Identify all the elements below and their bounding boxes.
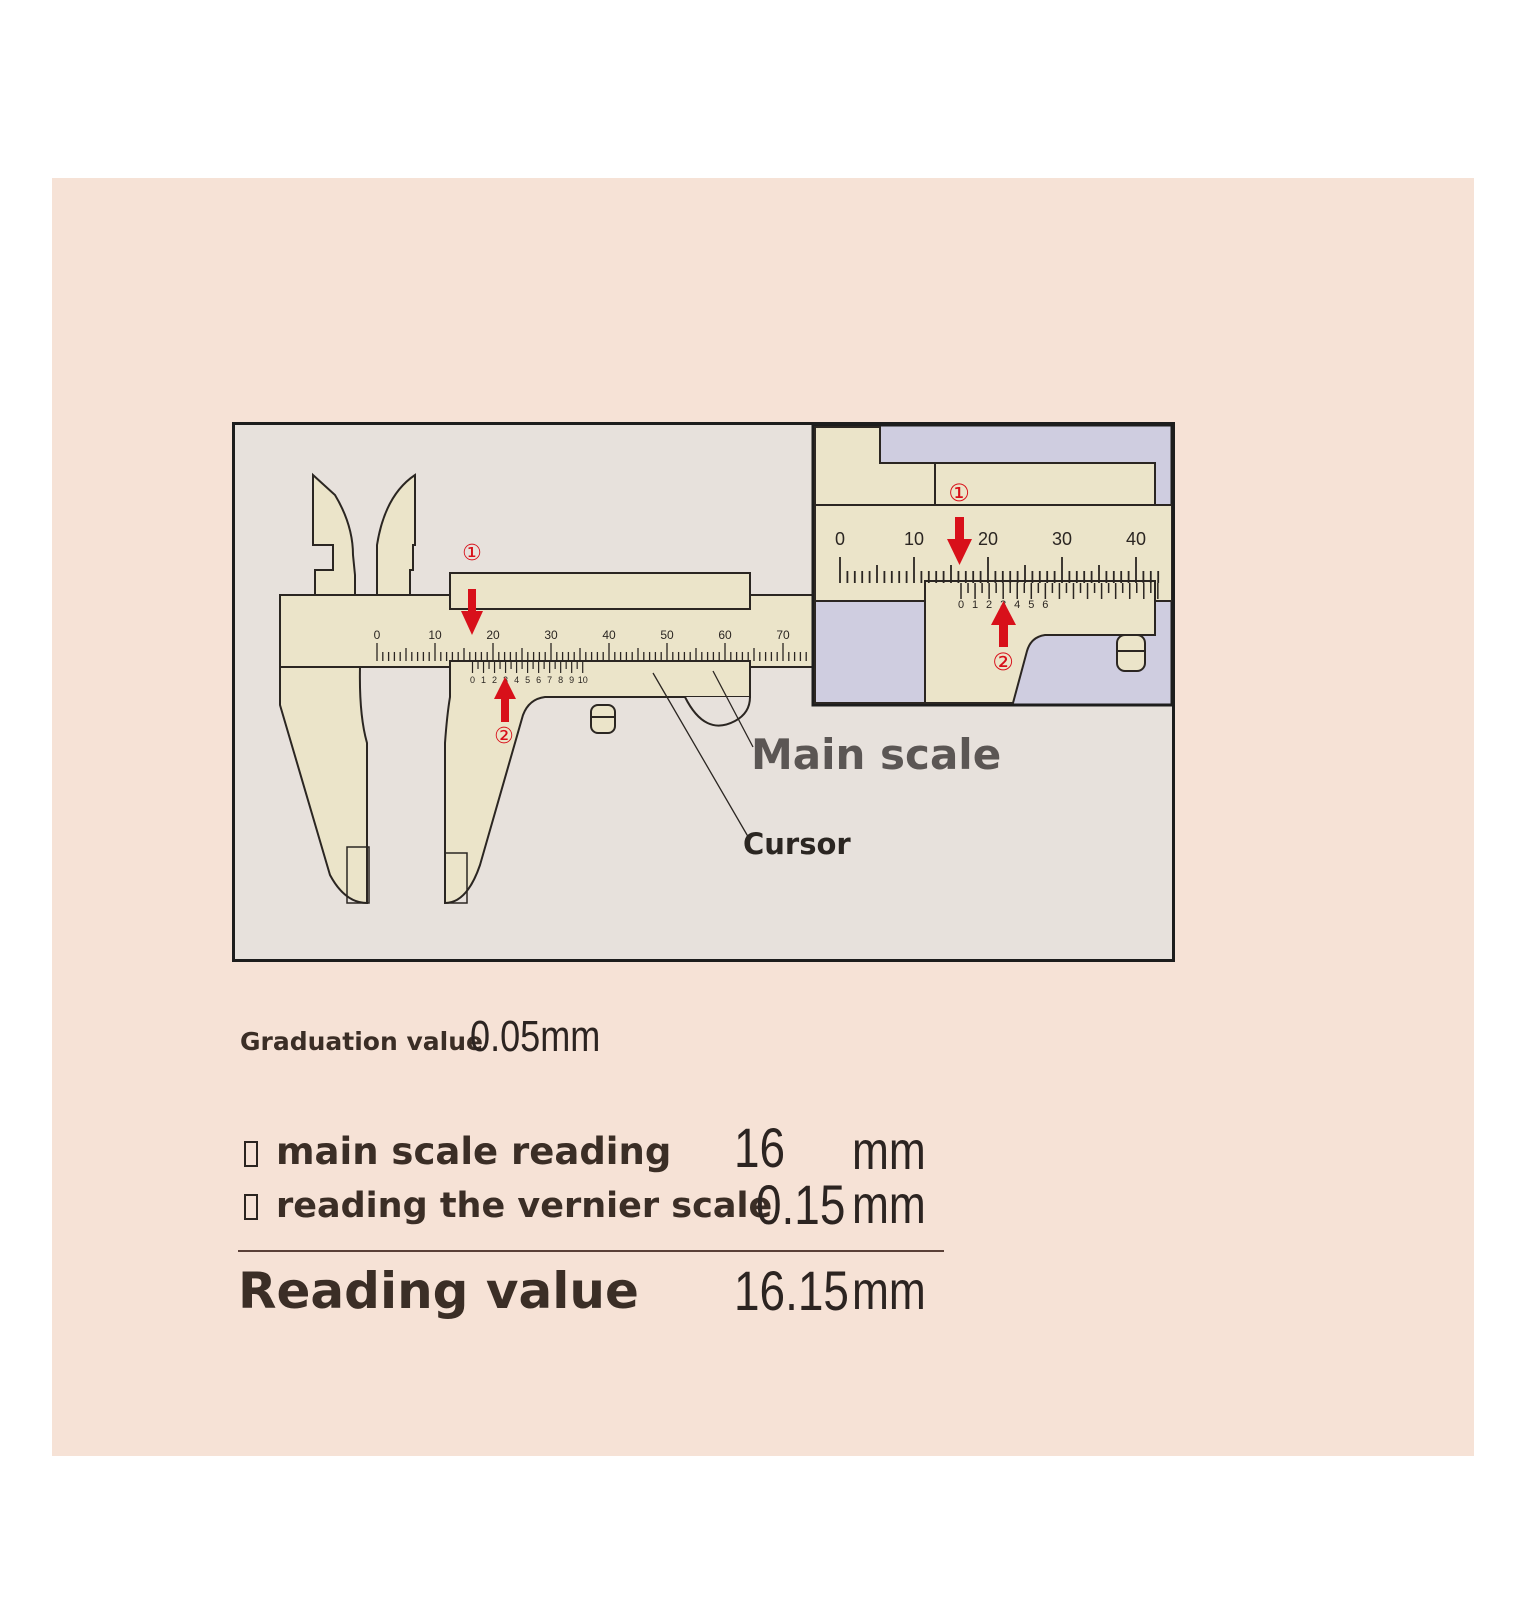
vernier-reading-value: 0.15	[756, 1173, 846, 1236]
cursor-leader	[652, 672, 751, 841]
main-scale-reading-unit: mm	[852, 1121, 926, 1181]
arrow-1	[461, 589, 483, 635]
vernier-label: 5	[525, 675, 530, 685]
inset-marker-1: ①	[948, 479, 970, 507]
inset-vernier-label: 4	[1014, 599, 1020, 611]
cursor-slider	[444, 660, 751, 905]
main-scale-reading-label: main scale reading	[244, 1130, 671, 1173]
inset-main-label: 20	[978, 529, 998, 549]
main-scale-label: 70	[776, 628, 790, 642]
inset-main-label: 30	[1052, 529, 1072, 549]
main-scale-label: 60	[718, 628, 732, 642]
label-main-scale: Main scale	[751, 730, 1001, 779]
inset-vernier-label: 6	[1042, 599, 1048, 611]
main-scale-label: 30	[544, 628, 558, 642]
sum-divider	[238, 1250, 944, 1252]
thumb-wheel	[684, 696, 751, 727]
vernier-reading-unit: mm	[852, 1175, 926, 1235]
vernier-label: 4	[514, 675, 519, 685]
vernier-label: 9	[569, 675, 574, 685]
bullet-2-icon	[244, 1194, 258, 1220]
main-scale-label: 10	[428, 628, 442, 642]
reading-value-unit: mm	[852, 1261, 926, 1321]
inset-main-label: 0	[835, 529, 845, 549]
main-scale-label: 0	[374, 628, 381, 642]
reading-value-number: 16.15	[734, 1259, 849, 1322]
label-cursor: Cursor	[743, 827, 851, 861]
vernier-scale-ticks	[471, 661, 584, 673]
fixed-lower-jaw	[279, 666, 368, 905]
inset-vernier-label: 1	[972, 599, 978, 611]
marker-1: ①	[462, 541, 482, 566]
main-scale-leader	[712, 670, 754, 748]
graduation-label: Graduation value	[240, 1027, 483, 1056]
inset-arrow-2	[991, 601, 1016, 647]
bullet-1-icon	[244, 1141, 258, 1167]
vernier-label: 6	[536, 675, 541, 685]
vernier-label: 1	[481, 675, 486, 685]
inset-main-label: 10	[904, 529, 924, 549]
inset-vernier-label: 2	[986, 599, 992, 611]
caliper-body	[279, 472, 821, 905]
graduation-value: 0.05mm	[470, 1012, 601, 1061]
main-scale-ticks	[376, 643, 807, 661]
moving-upper-jaw	[376, 473, 416, 596]
reading-value-label: Reading value	[238, 1262, 639, 1320]
vernier-label: 2	[492, 675, 497, 685]
inset-vernier-label: 0	[958, 599, 964, 611]
inset-arrow-1	[947, 517, 972, 565]
main-scale-label: 50	[660, 628, 674, 642]
fixed-upper-jaw	[312, 472, 356, 596]
vernier-label: 8	[558, 675, 563, 685]
inset-main-label: 40	[1126, 529, 1146, 549]
vernier-reading-label: reading the vernier scale	[244, 1186, 772, 1226]
main-scale-label: 40	[602, 628, 616, 642]
inset-vernier-label: 5	[1028, 599, 1034, 611]
marker-2: ②	[494, 724, 514, 749]
lock-screw	[590, 704, 616, 734]
vernier-label: 7	[547, 675, 552, 685]
main-scale-label: 20	[486, 628, 500, 642]
inset-marker-2: ②	[992, 648, 1014, 676]
vernier-label: 0	[470, 675, 475, 685]
main-scale-reading-value: 16	[734, 1116, 786, 1179]
vernier-label: 10	[578, 675, 588, 685]
main-scale-numbers: 0 10 20 30 40 50 60 70	[374, 628, 790, 642]
arrow-2	[494, 677, 516, 722]
